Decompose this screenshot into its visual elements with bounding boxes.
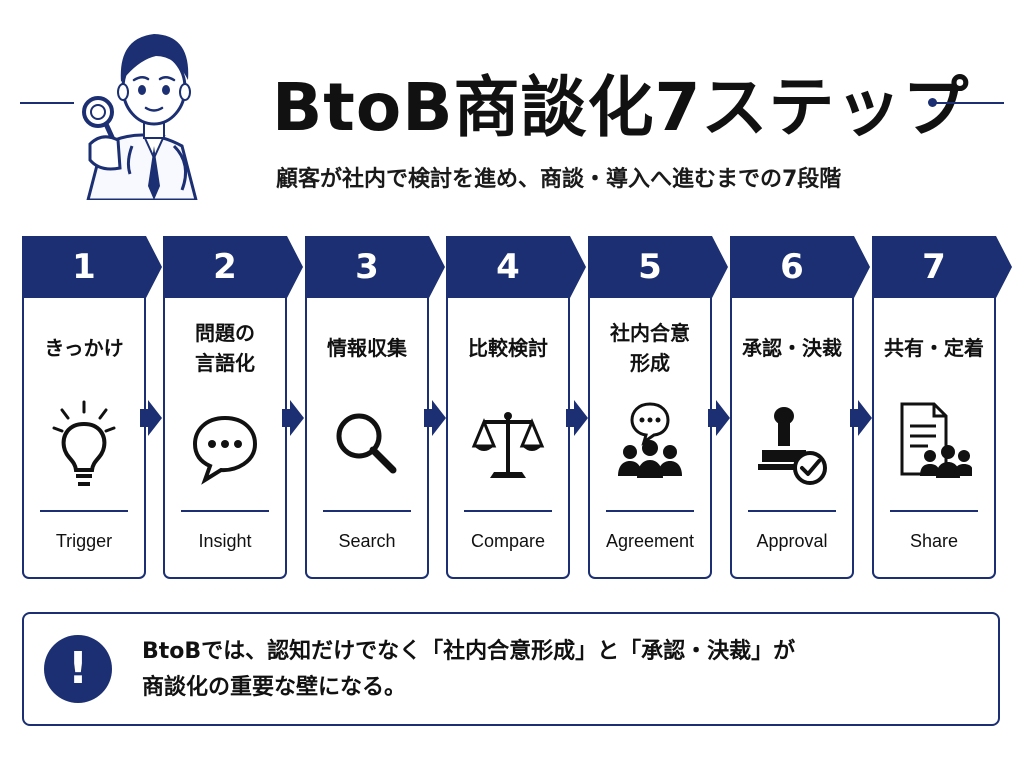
step-number: 5 bbox=[638, 247, 662, 287]
chevron-right-icon bbox=[140, 400, 162, 436]
step-number-tab bbox=[588, 236, 728, 298]
key-point-text: BtoBでは、認知だけでなく「社内合意形成」と「承認・決裁」が 商談化の重要な壁… bbox=[142, 639, 796, 700]
document-team-icon bbox=[900, 402, 972, 478]
step-english-label: Share bbox=[909, 531, 959, 551]
step-english-label: Search bbox=[338, 531, 396, 551]
step-number: 2 bbox=[213, 247, 237, 287]
chevron-right-icon bbox=[282, 400, 304, 436]
magnifier-icon bbox=[336, 413, 397, 474]
step-card-body: 共有・定着 Share bbox=[872, 298, 996, 579]
step-divider bbox=[890, 510, 978, 512]
step-number-tab bbox=[872, 236, 1012, 298]
step-divider bbox=[748, 510, 836, 512]
step-english-label: Agreement bbox=[605, 531, 695, 551]
step-label: 比較検討 bbox=[468, 336, 548, 360]
step-card-1: 1 きっかけ Trigger bbox=[22, 236, 162, 579]
step-card-body: きっかけ Trigger bbox=[22, 298, 146, 579]
step-number: 1 bbox=[72, 247, 96, 287]
step-english-label: Compare bbox=[470, 531, 546, 551]
speech-bubble-icon bbox=[192, 415, 258, 485]
step-card-body: 比較検討 Compare bbox=[446, 298, 570, 579]
chevron-right-icon bbox=[424, 400, 446, 436]
step-card-body: 情報収集 Search bbox=[305, 298, 429, 579]
step-card-3: 3 情報収集 Search bbox=[305, 236, 445, 579]
scale-icon bbox=[471, 412, 545, 478]
exclamation-icon: ! bbox=[44, 635, 112, 703]
step-divider bbox=[606, 510, 694, 512]
step-english-label: Approval bbox=[756, 531, 828, 551]
step-divider bbox=[464, 510, 552, 512]
step-number: 4 bbox=[496, 247, 520, 287]
step-card-body: 承認・決裁 Approval bbox=[730, 298, 854, 579]
page-title: BtoB商談化7ステップ bbox=[272, 69, 970, 146]
step-divider bbox=[181, 510, 269, 512]
step-number-tab bbox=[730, 236, 870, 298]
step-card-2: 2 問題の 言語化 Insight bbox=[163, 236, 303, 579]
step-card-7: 7 共有・定着 Share bbox=[872, 236, 1012, 579]
step-card-4: 4 比較検討 Compare bbox=[446, 236, 586, 579]
step-label: 承認・決裁 bbox=[742, 336, 842, 360]
step-divider bbox=[40, 510, 128, 512]
step-card-body: 問題の 言語化 Insight bbox=[163, 298, 287, 579]
chevron-right-icon bbox=[566, 400, 588, 436]
step-number-tab bbox=[22, 236, 162, 298]
chevron-right-icon bbox=[850, 400, 872, 436]
header: BtoB商談化7ステップ 顧客が社内で検討を進め、商談・導入へ進むまでの7段階 bbox=[0, 0, 1024, 215]
step-english-label: Trigger bbox=[55, 531, 113, 551]
step-number-tab bbox=[163, 236, 303, 298]
step-number-tab bbox=[305, 236, 445, 298]
step-label: 社内合意 形成 bbox=[610, 321, 690, 375]
chevron-right-icon bbox=[708, 400, 730, 436]
step-card-body: 社内合意 形成 Agreement bbox=[588, 298, 712, 579]
step-divider bbox=[323, 510, 411, 512]
page-subtitle: 顧客が社内で検討を進め、商談・導入へ進むまでの7段階 bbox=[276, 167, 842, 192]
step-number: 7 bbox=[922, 247, 946, 287]
step-card-6: 6 承認・決裁 Approval bbox=[730, 236, 870, 579]
steps-row: 1 きっかけ Trigger 2 問題の 言語化 bbox=[0, 236, 1024, 581]
step-label: 問題の 言語化 bbox=[195, 321, 255, 375]
step-label: 情報収集 bbox=[327, 336, 407, 360]
step-number: 3 bbox=[355, 247, 379, 287]
decorative-line-left bbox=[20, 102, 74, 104]
decorative-line-right bbox=[932, 102, 1004, 104]
step-number: 6 bbox=[780, 247, 804, 287]
step-card-5: 5 社内合意 形成 Agreement bbox=[588, 236, 728, 579]
step-label: 共有・定着 bbox=[884, 336, 984, 360]
step-label: きっかけ bbox=[44, 336, 124, 360]
step-english-label: Insight bbox=[198, 531, 252, 551]
group-discussion-icon bbox=[618, 402, 682, 478]
lightbulb-icon bbox=[52, 400, 116, 486]
doctor-avatar-icon bbox=[82, 34, 198, 200]
stamp-approval-icon bbox=[758, 407, 827, 485]
step-number-tab bbox=[446, 236, 586, 298]
key-point-box: ! BtoBでは、認知だけでなく「社内合意形成」と「承認・決裁」が 商談化の重要… bbox=[22, 612, 1000, 726]
